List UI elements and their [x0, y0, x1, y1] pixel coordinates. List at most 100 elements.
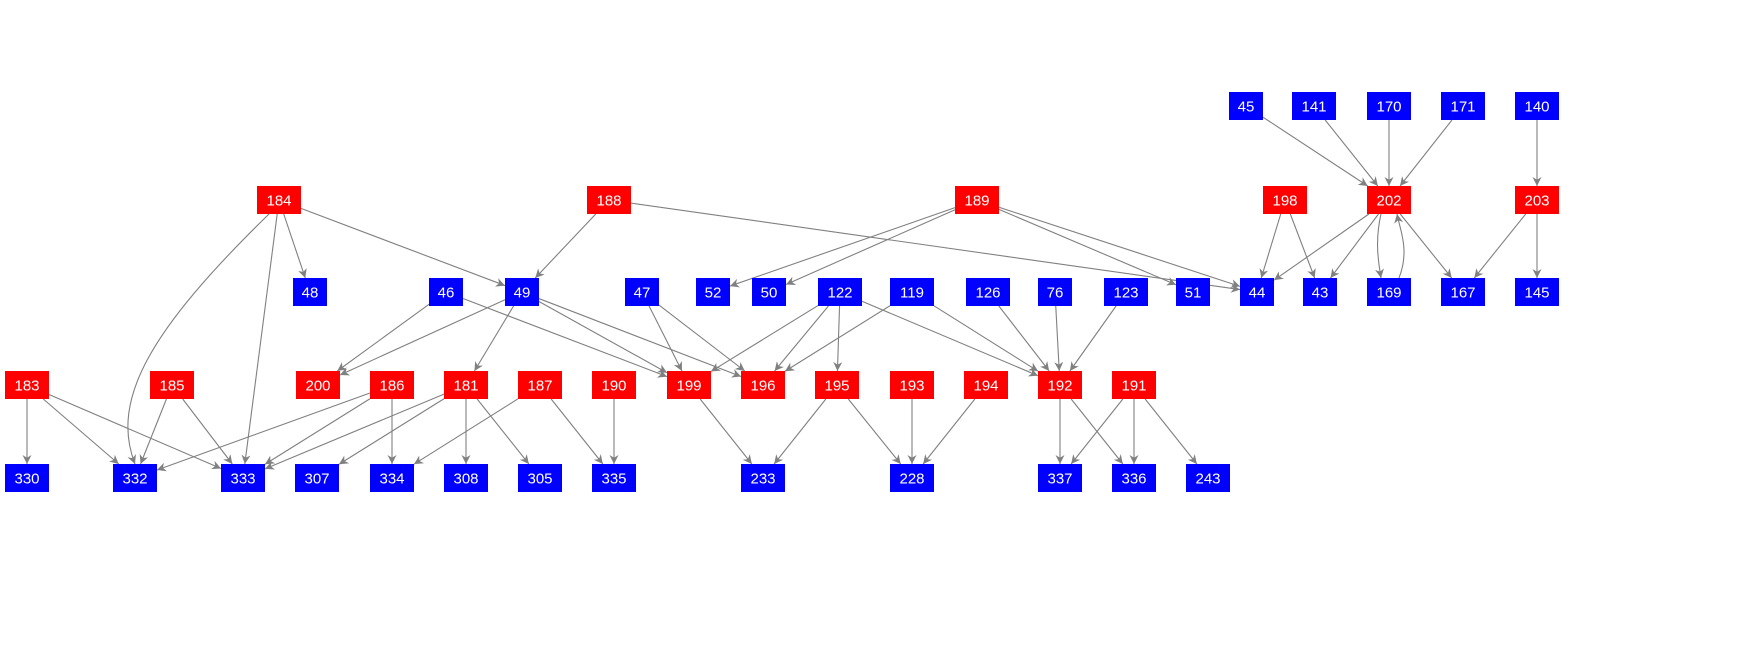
node-181[interactable]: 181	[444, 371, 488, 399]
node-169[interactable]: 169	[1367, 278, 1411, 306]
node-192[interactable]: 192	[1038, 371, 1082, 399]
node-123[interactable]: 123	[1104, 278, 1148, 306]
node-336[interactable]: 336	[1112, 464, 1156, 492]
node-187[interactable]: 187	[518, 371, 562, 399]
node-label: 141	[1301, 99, 1326, 116]
node-label: 76	[1047, 285, 1064, 302]
edge-185-to-332	[139, 398, 167, 465]
node-label: 123	[1113, 285, 1138, 302]
node-box-red	[890, 371, 934, 399]
node-228[interactable]: 228	[890, 464, 934, 492]
node-199[interactable]: 199	[667, 371, 711, 399]
node-203[interactable]: 203	[1515, 186, 1559, 214]
node-box-blue	[1441, 92, 1485, 120]
edge-45-to-202	[1262, 116, 1369, 187]
node-185[interactable]: 185	[150, 371, 194, 399]
node-307[interactable]: 307	[295, 464, 339, 492]
node-171[interactable]: 171	[1441, 92, 1485, 120]
node-243[interactable]: 243	[1186, 464, 1230, 492]
edge-194-to-228	[922, 398, 976, 465]
node-305[interactable]: 305	[518, 464, 562, 492]
node-49[interactable]: 49	[505, 278, 539, 306]
node-44[interactable]: 44	[1240, 278, 1274, 306]
edge-123-to-192	[1069, 305, 1117, 372]
node-122[interactable]: 122	[818, 278, 862, 306]
node-label: 169	[1376, 285, 1401, 302]
edge-203-to-167	[1473, 213, 1527, 279]
node-label: 122	[827, 285, 852, 302]
node-189[interactable]: 189	[955, 186, 999, 214]
node-45[interactable]: 45	[1229, 92, 1263, 120]
node-box-blue	[1441, 278, 1485, 306]
node-119[interactable]: 119	[890, 278, 934, 306]
node-198[interactable]: 198	[1263, 186, 1307, 214]
edge-49-to-199	[538, 300, 668, 374]
node-box-blue	[741, 464, 785, 492]
node-140[interactable]: 140	[1515, 92, 1559, 120]
node-label: 170	[1376, 99, 1401, 116]
node-label: 189	[964, 193, 989, 210]
node-label: 140	[1524, 99, 1549, 116]
node-box-red	[667, 371, 711, 399]
node-box-blue	[1112, 464, 1156, 492]
edge-122-to-196	[774, 305, 829, 372]
node-label: 332	[122, 471, 147, 488]
node-46[interactable]: 46	[429, 278, 463, 306]
edge-188-to-44	[630, 202, 1241, 293]
node-200[interactable]: 200	[296, 371, 340, 399]
edge-189-to-50	[785, 209, 956, 285]
node-50[interactable]: 50	[752, 278, 786, 306]
node-box-red	[815, 371, 859, 399]
node-194[interactable]: 194	[964, 371, 1008, 399]
edge-126-to-192	[998, 305, 1050, 372]
node-337[interactable]: 337	[1038, 464, 1082, 492]
node-label: 49	[514, 285, 531, 302]
node-126[interactable]: 126	[966, 278, 1010, 306]
edge-202-to-169	[1375, 213, 1384, 279]
edge-47-to-199	[648, 305, 683, 372]
node-334[interactable]: 334	[370, 464, 414, 492]
node-145[interactable]: 145	[1515, 278, 1559, 306]
node-51[interactable]: 51	[1176, 278, 1210, 306]
node-76[interactable]: 76	[1038, 278, 1072, 306]
node-167[interactable]: 167	[1441, 278, 1485, 306]
node-box-blue	[221, 464, 265, 492]
node-193[interactable]: 193	[890, 371, 934, 399]
node-335[interactable]: 335	[592, 464, 636, 492]
node-308[interactable]: 308	[444, 464, 488, 492]
node-184[interactable]: 184	[257, 186, 301, 214]
edge-189-to-44	[998, 206, 1241, 288]
node-52[interactable]: 52	[696, 278, 730, 306]
node-label: 193	[899, 378, 924, 395]
edge-188-to-49	[534, 213, 597, 279]
node-183[interactable]: 183	[5, 371, 49, 399]
node-332[interactable]: 332	[113, 464, 157, 492]
node-196[interactable]: 196	[741, 371, 785, 399]
node-47[interactable]: 47	[625, 278, 659, 306]
node-195[interactable]: 195	[815, 371, 859, 399]
node-330[interactable]: 330	[5, 464, 49, 492]
node-233[interactable]: 233	[741, 464, 785, 492]
edge-169-to-202	[1394, 213, 1405, 279]
edge-198-to-44	[1259, 213, 1282, 279]
node-186[interactable]: 186	[370, 371, 414, 399]
node-label: 233	[750, 471, 775, 488]
node-191[interactable]: 191	[1112, 371, 1156, 399]
edge-199-to-233	[699, 398, 753, 465]
node-box-red	[150, 371, 194, 399]
node-48[interactable]: 48	[293, 278, 327, 306]
node-202[interactable]: 202	[1367, 186, 1411, 214]
node-box-red	[296, 371, 340, 399]
edges-layer	[22, 116, 1542, 472]
edge-202-to-44	[1273, 213, 1370, 281]
node-43[interactable]: 43	[1303, 278, 1337, 306]
node-188[interactable]: 188	[587, 186, 631, 214]
node-141[interactable]: 141	[1292, 92, 1336, 120]
edge-202-to-43	[1330, 213, 1379, 279]
node-label: 181	[453, 378, 478, 395]
edge-183-to-333	[48, 393, 222, 470]
node-190[interactable]: 190	[592, 371, 636, 399]
node-333[interactable]: 333	[221, 464, 265, 492]
node-170[interactable]: 170	[1367, 92, 1411, 120]
node-box-blue	[890, 464, 934, 492]
